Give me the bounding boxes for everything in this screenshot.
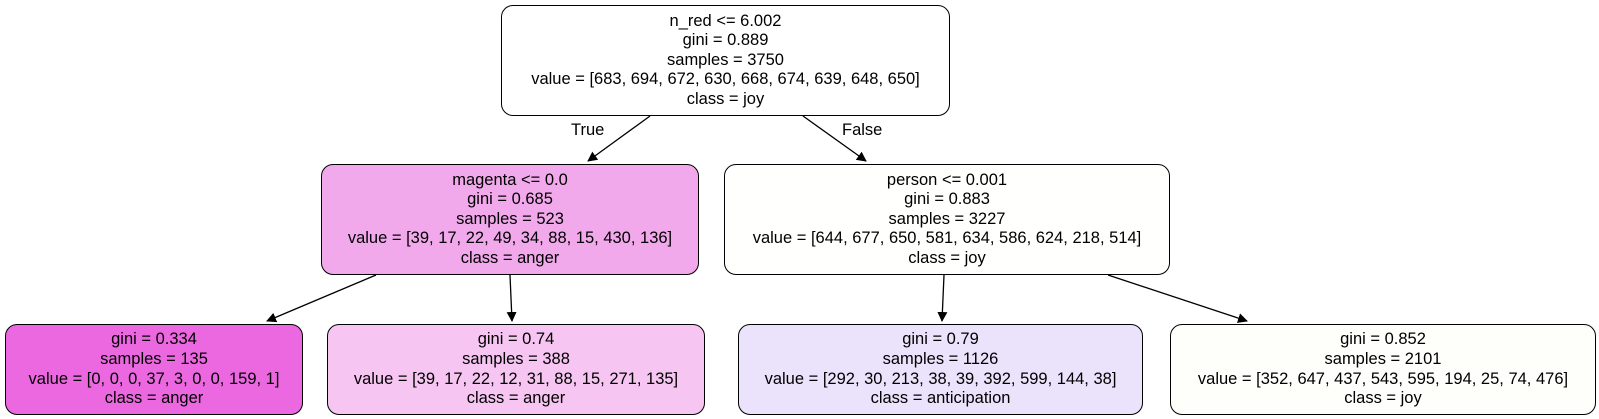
node-gini: gini = 0.852 [1340,330,1426,349]
node-class: class = anticipation [870,389,1011,408]
edge-n0-n1 [587,115,651,162]
tree-leaf-3: gini = 0.79 samples = 1126 value = [292,… [738,324,1143,415]
node-gini: gini = 0.883 [904,190,990,209]
node-samples: samples = 1126 [882,349,999,368]
edge-n2-n6 [1107,274,1248,323]
node-samples: samples = 3750 [667,50,784,69]
edge-n2-n5 [937,274,948,322]
node-value: value = [292, 30, 213, 38, 39, 392, 599,… [764,369,1117,388]
node-class: class = anger [466,389,566,408]
node-gini: gini = 0.334 [111,330,197,349]
node-value: value = [352, 647, 437, 543, 595, 194, 2… [1197,369,1569,388]
edge-label-false: False [842,121,883,139]
tree-node-person-split: person <= 0.001 gini = 0.883 samples = 3… [724,164,1170,275]
node-split-rule: magenta <= 0.0 [452,170,568,189]
tree-leaf-2: gini = 0.74 samples = 388 value = [39, 1… [327,324,705,415]
node-samples: samples = 135 [100,349,208,368]
node-gini: gini = 0.685 [467,190,553,209]
tree-leaf-1: gini = 0.334 samples = 135 value = [0, 0… [5,324,303,415]
node-value: value = [644, 677, 650, 581, 634, 586, 6… [752,229,1142,248]
edge-n0-n2 [802,115,867,162]
node-class: class = anger [460,248,560,267]
node-value: value = [0, 0, 0, 37, 3, 0, 0, 159, 1] [28,369,280,388]
node-gini: gini = 0.74 [477,330,555,349]
node-class: class = joy [686,89,765,108]
node-gini: gini = 0.889 [682,31,769,50]
node-samples: samples = 523 [456,209,564,228]
node-value: value = [683, 694, 672, 630, 668, 674, 6… [531,70,920,89]
edge-label-true: True [571,121,605,139]
node-value: value = [39, 17, 22, 12, 31, 88, 15, 271… [353,369,679,388]
node-class: class = joy [1344,389,1422,408]
node-split-rule: person <= 0.001 [886,170,1008,189]
node-samples: samples = 3227 [888,209,1006,228]
edge-n1-n3 [266,274,377,323]
tree-node-magenta-split: magenta <= 0.0 gini = 0.685 samples = 52… [321,164,699,275]
node-samples: samples = 388 [462,349,570,368]
node-class: class = anger [104,389,204,408]
tree-node-root: n_red <= 6.002 gini = 0.889 samples = 37… [501,5,950,116]
tree-leaf-4: gini = 0.852 samples = 2101 value = [352… [1170,324,1596,415]
node-value: value = [39, 17, 22, 49, 34, 88, 15, 430… [347,229,673,248]
node-class: class = joy [908,248,986,267]
node-split-rule: n_red <= 6.002 [669,11,782,30]
node-gini: gini = 0.79 [902,330,979,349]
edge-n1-n4 [506,274,517,322]
node-samples: samples = 2101 [1324,349,1442,368]
